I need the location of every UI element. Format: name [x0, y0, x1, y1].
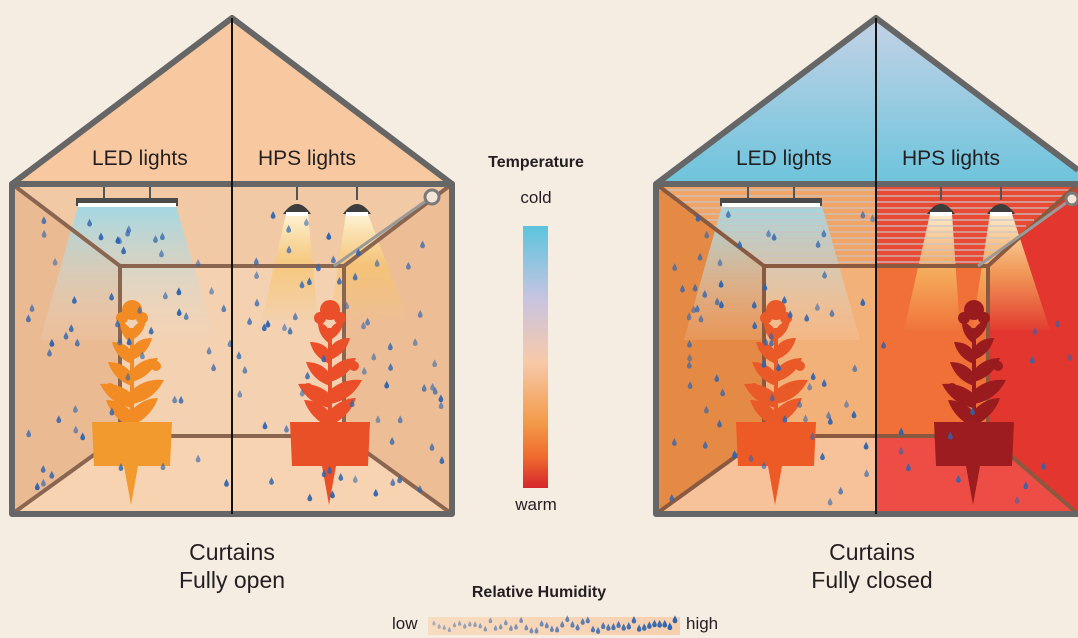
left-caption-line1: Curtains [189, 539, 275, 565]
left-greenhouse [9, 15, 455, 517]
humidity-drop-icon [672, 615, 678, 624]
right-hps-pot [934, 422, 1014, 505]
left-hps-label: HPS lights [258, 147, 357, 170]
right-led-pot [736, 422, 816, 505]
right-greenhouse [653, 15, 1078, 517]
humidity-title: Relative Humidity [471, 584, 607, 601]
left-curtain-roller [423, 188, 441, 206]
right-led-label: LED lights [736, 147, 832, 170]
right-caption: Curtains Fully closed [772, 538, 972, 594]
temperature-cold-label: cold [520, 188, 552, 207]
left-caption-line2: Fully open [178, 567, 286, 593]
right-hps-lamps [927, 186, 1015, 216]
right-caption-line1: Curtains [829, 539, 915, 565]
left-hps-lamps [283, 186, 371, 216]
left-led-pot [92, 422, 172, 505]
right-hps-label: HPS lights [902, 147, 1001, 170]
right-curtain-roller [1064, 191, 1078, 207]
right-led-lamp [720, 186, 822, 207]
humidity-high-label: high [686, 614, 719, 633]
right-roof [656, 18, 1078, 184]
temperature-gradient-bar [523, 226, 548, 488]
temperature-warm-label: warm [515, 495, 557, 514]
left-led-label: LED lights [92, 147, 188, 170]
humidity-drop-icon [565, 615, 570, 622]
right-caption-line2: Fully closed [811, 567, 933, 593]
humidity-low-label: low [392, 614, 418, 633]
temperature-title: Temperature [488, 154, 584, 171]
left-caption: Curtains Fully open [132, 538, 332, 594]
left-led-lamp [76, 186, 178, 207]
